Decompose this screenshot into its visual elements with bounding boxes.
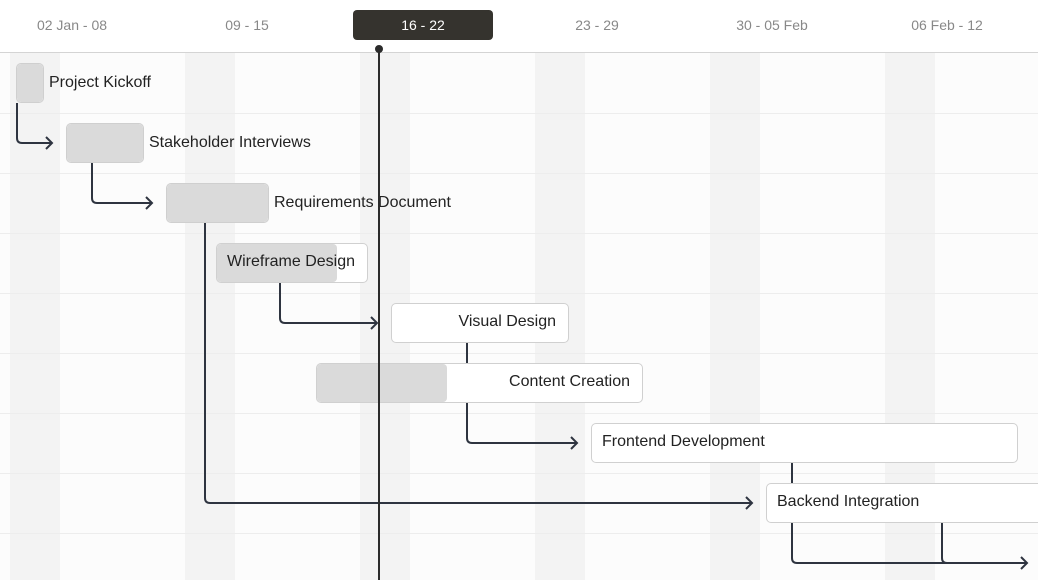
task-label: Content Creation bbox=[509, 373, 630, 390]
row-divider bbox=[0, 233, 1038, 234]
task-label: Stakeholder Interviews bbox=[149, 134, 311, 151]
arrowhead-icon bbox=[1020, 556, 1029, 570]
today-marker-line bbox=[378, 48, 380, 580]
row-divider bbox=[0, 293, 1038, 294]
dependency-link bbox=[791, 463, 1027, 564]
arrowhead-icon bbox=[370, 316, 379, 330]
row-divider bbox=[0, 353, 1038, 354]
dependency-link bbox=[16, 103, 52, 144]
weekend-shade bbox=[710, 53, 760, 580]
task-progress bbox=[17, 64, 43, 102]
gantt-grid bbox=[0, 53, 1038, 580]
dependency-link bbox=[466, 343, 577, 444]
task-bar[interactable]: Backend Integration bbox=[766, 483, 1038, 523]
task-bar[interactable]: Content Creation bbox=[316, 363, 643, 403]
row-divider bbox=[0, 113, 1038, 114]
task-label: Wireframe Design bbox=[227, 253, 356, 270]
task-progress bbox=[167, 184, 268, 222]
arrowhead-icon bbox=[145, 196, 154, 210]
dependency-link bbox=[91, 163, 152, 204]
row-divider bbox=[0, 413, 1038, 414]
arrowhead-icon bbox=[45, 136, 54, 150]
task-progress bbox=[217, 244, 337, 282]
dependency-link bbox=[279, 283, 377, 324]
task-bar[interactable] bbox=[166, 183, 269, 223]
arrowhead-icon bbox=[745, 496, 754, 510]
week-label[interactable]: 09 - 15 bbox=[225, 17, 269, 33]
week-label[interactable]: 16 - 22 bbox=[353, 10, 493, 40]
week-label[interactable]: 02 Jan - 08 bbox=[36, 17, 108, 33]
week-label[interactable]: 06 Feb - 12 bbox=[911, 17, 983, 33]
task-bar[interactable]: Visual Design bbox=[391, 303, 569, 343]
task-label: Frontend Development bbox=[602, 433, 765, 450]
row-divider bbox=[0, 533, 1038, 534]
task-bar[interactable] bbox=[66, 123, 144, 163]
week-label[interactable]: 30 - 05 Feb bbox=[736, 17, 808, 33]
task-progress bbox=[67, 124, 143, 162]
week-label[interactable]: 23 - 29 bbox=[575, 17, 619, 33]
task-bar[interactable]: Wireframe Design bbox=[216, 243, 368, 283]
task-label: Project Kickoff bbox=[49, 74, 151, 91]
task-label: Backend Integration bbox=[777, 493, 920, 510]
task-progress bbox=[317, 364, 447, 402]
dependency-link bbox=[204, 223, 752, 504]
task-bar[interactable] bbox=[16, 63, 44, 103]
task-label: Visual Design bbox=[458, 313, 556, 330]
row-divider bbox=[0, 173, 1038, 174]
task-bar[interactable]: Frontend Development bbox=[591, 423, 1018, 463]
row-divider bbox=[0, 473, 1038, 474]
task-label: Requirements Document bbox=[274, 194, 451, 211]
timeline-header: 02 Jan - 08 09 - 15 16 - 22 23 - 29 30 - 05 … bbox=[0, 0, 1038, 53]
dependency-link bbox=[941, 523, 948, 564]
weekend-shade bbox=[185, 53, 235, 580]
arrowhead-icon bbox=[570, 436, 579, 450]
